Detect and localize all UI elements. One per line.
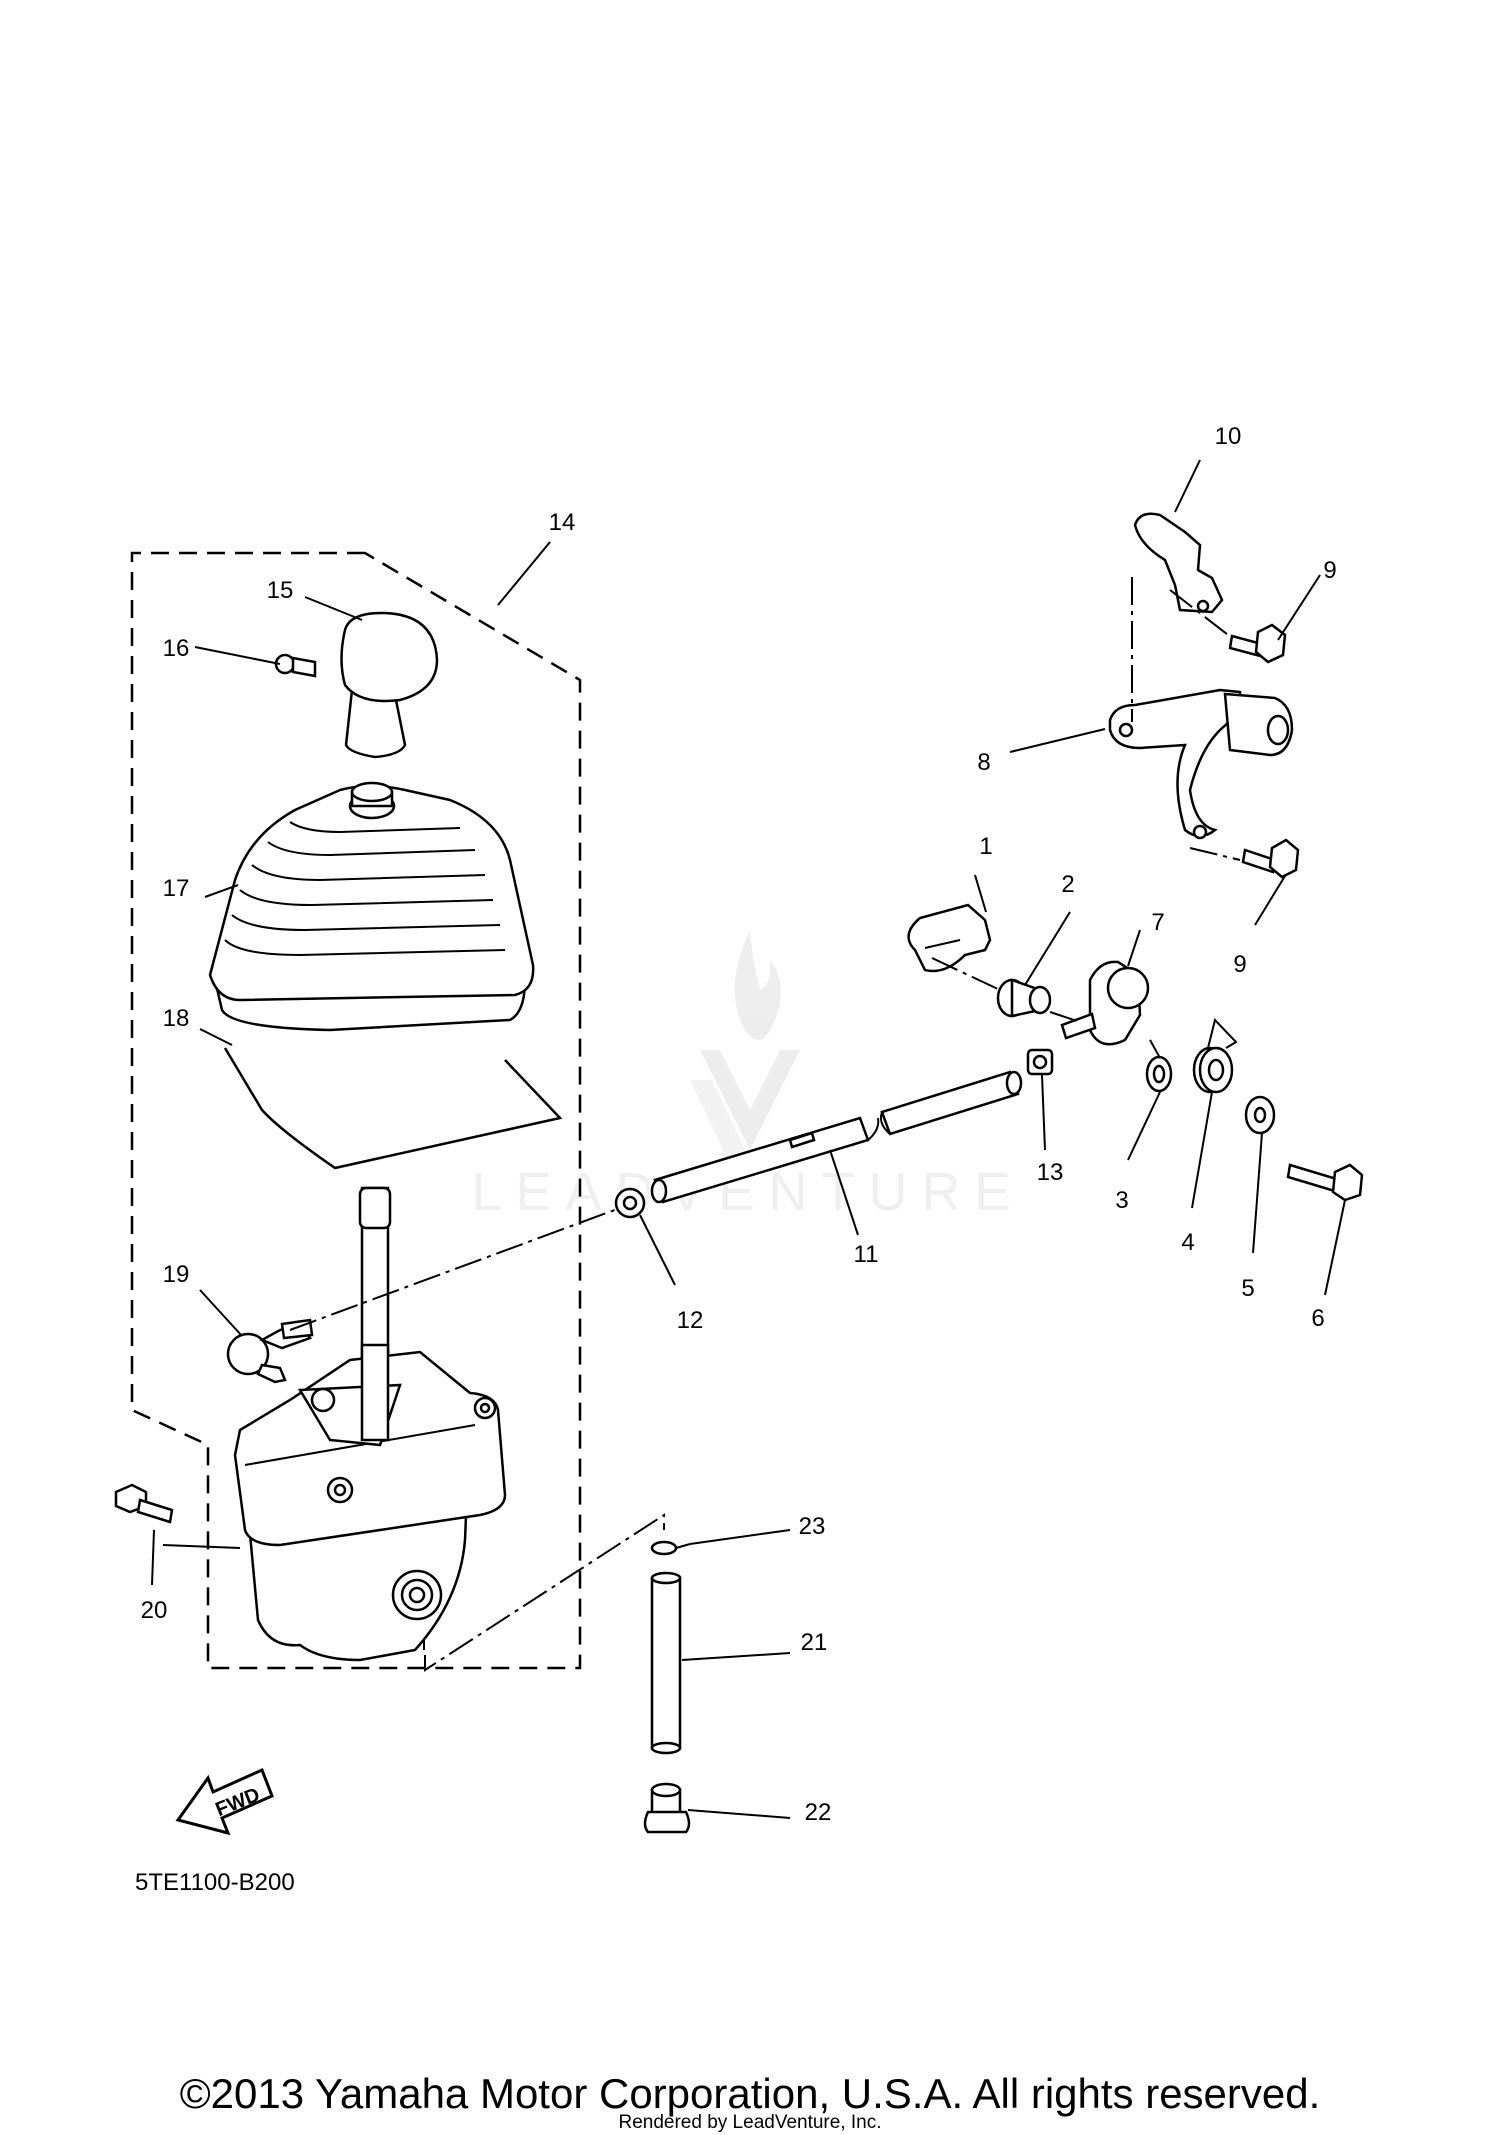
callout-11: 11 xyxy=(854,1241,879,1268)
callout-5: 5 xyxy=(1241,1275,1254,1302)
callout-2: 2 xyxy=(1061,871,1074,898)
pipe-21-part xyxy=(650,1571,682,1755)
callout-9-lower: 9 xyxy=(1233,951,1246,978)
callout-19: 19 xyxy=(163,1261,190,1288)
watermark: LEADVENTURE xyxy=(471,930,1011,1222)
collar-2-part xyxy=(996,978,1052,1018)
washer-3-part xyxy=(1145,1055,1173,1093)
fwd-arrow-icon xyxy=(175,1767,274,1836)
callout-8: 8 xyxy=(977,749,990,776)
callout-13: 13 xyxy=(1037,1159,1064,1186)
callout-3: 3 xyxy=(1115,1187,1128,1214)
callout-21: 21 xyxy=(801,1629,828,1656)
callout-labels: 1 2 3 4 5 6 7 8 9 9 10 11 12 13 14 15 16… xyxy=(141,423,1337,1826)
reference-lines xyxy=(289,577,1241,1672)
diagram-code: 5TE1100-B200 xyxy=(135,1869,295,1896)
callout-23: 23 xyxy=(799,1513,826,1540)
rendered-by-notice: Rendered by LeadVenture, Inc. xyxy=(618,2112,881,2133)
assembly-14-boundary xyxy=(130,551,582,1670)
callout-22: 22 xyxy=(805,1799,832,1826)
shift-boot-part xyxy=(208,781,535,1032)
callout-7: 7 xyxy=(1151,909,1164,936)
callout-16: 16 xyxy=(163,635,190,662)
washer-5-part xyxy=(1244,1095,1276,1135)
leader-lines xyxy=(151,459,1346,1819)
shift-knob-part xyxy=(340,611,439,759)
bolt-6-part xyxy=(1286,1163,1364,1202)
fwd-arrow: FWD xyxy=(175,1767,274,1836)
callout-10: 10 xyxy=(1215,423,1242,450)
nut-12-part xyxy=(614,1187,646,1219)
copyright-notice: ©2013 Yamaha Motor Corporation, U.S.A. A… xyxy=(180,2070,1321,2117)
screw-16-part xyxy=(274,653,317,678)
callout-18: 18 xyxy=(163,1005,190,1032)
ball-joint-part xyxy=(226,1318,336,1413)
callout-12: 12 xyxy=(677,1307,704,1334)
callout-20: 20 xyxy=(141,1597,168,1624)
bolt-9-lower-part xyxy=(1241,838,1300,879)
callout-1: 1 xyxy=(979,833,992,860)
shift-lever-housing-part xyxy=(233,1186,507,1662)
shift-rod-part xyxy=(650,1070,1023,1204)
clip-23-part xyxy=(650,1540,691,1556)
grommet-22-part xyxy=(643,1782,691,1834)
callout-9-upper: 9 xyxy=(1323,557,1336,584)
flame-v-logo-icon xyxy=(690,930,800,1160)
callout-4: 4 xyxy=(1181,1229,1194,1256)
spring-4-part xyxy=(1192,1017,1238,1094)
bolt-20-part xyxy=(114,1483,174,1524)
clip-bracket-10-part xyxy=(1133,512,1224,614)
lever-bracket-1-part xyxy=(907,903,992,973)
arm-bracket-8-part xyxy=(1108,688,1294,840)
callout-14: 14 xyxy=(549,509,576,536)
callout-15: 15 xyxy=(267,577,294,604)
callout-17: 17 xyxy=(163,875,190,902)
ball-stud-lever-7-part xyxy=(1060,960,1150,1046)
bolt-9-upper-part xyxy=(1228,623,1287,664)
nut-13-part xyxy=(1026,1048,1054,1076)
callout-6: 6 xyxy=(1311,1305,1324,1332)
gasket-part xyxy=(223,1047,563,1170)
